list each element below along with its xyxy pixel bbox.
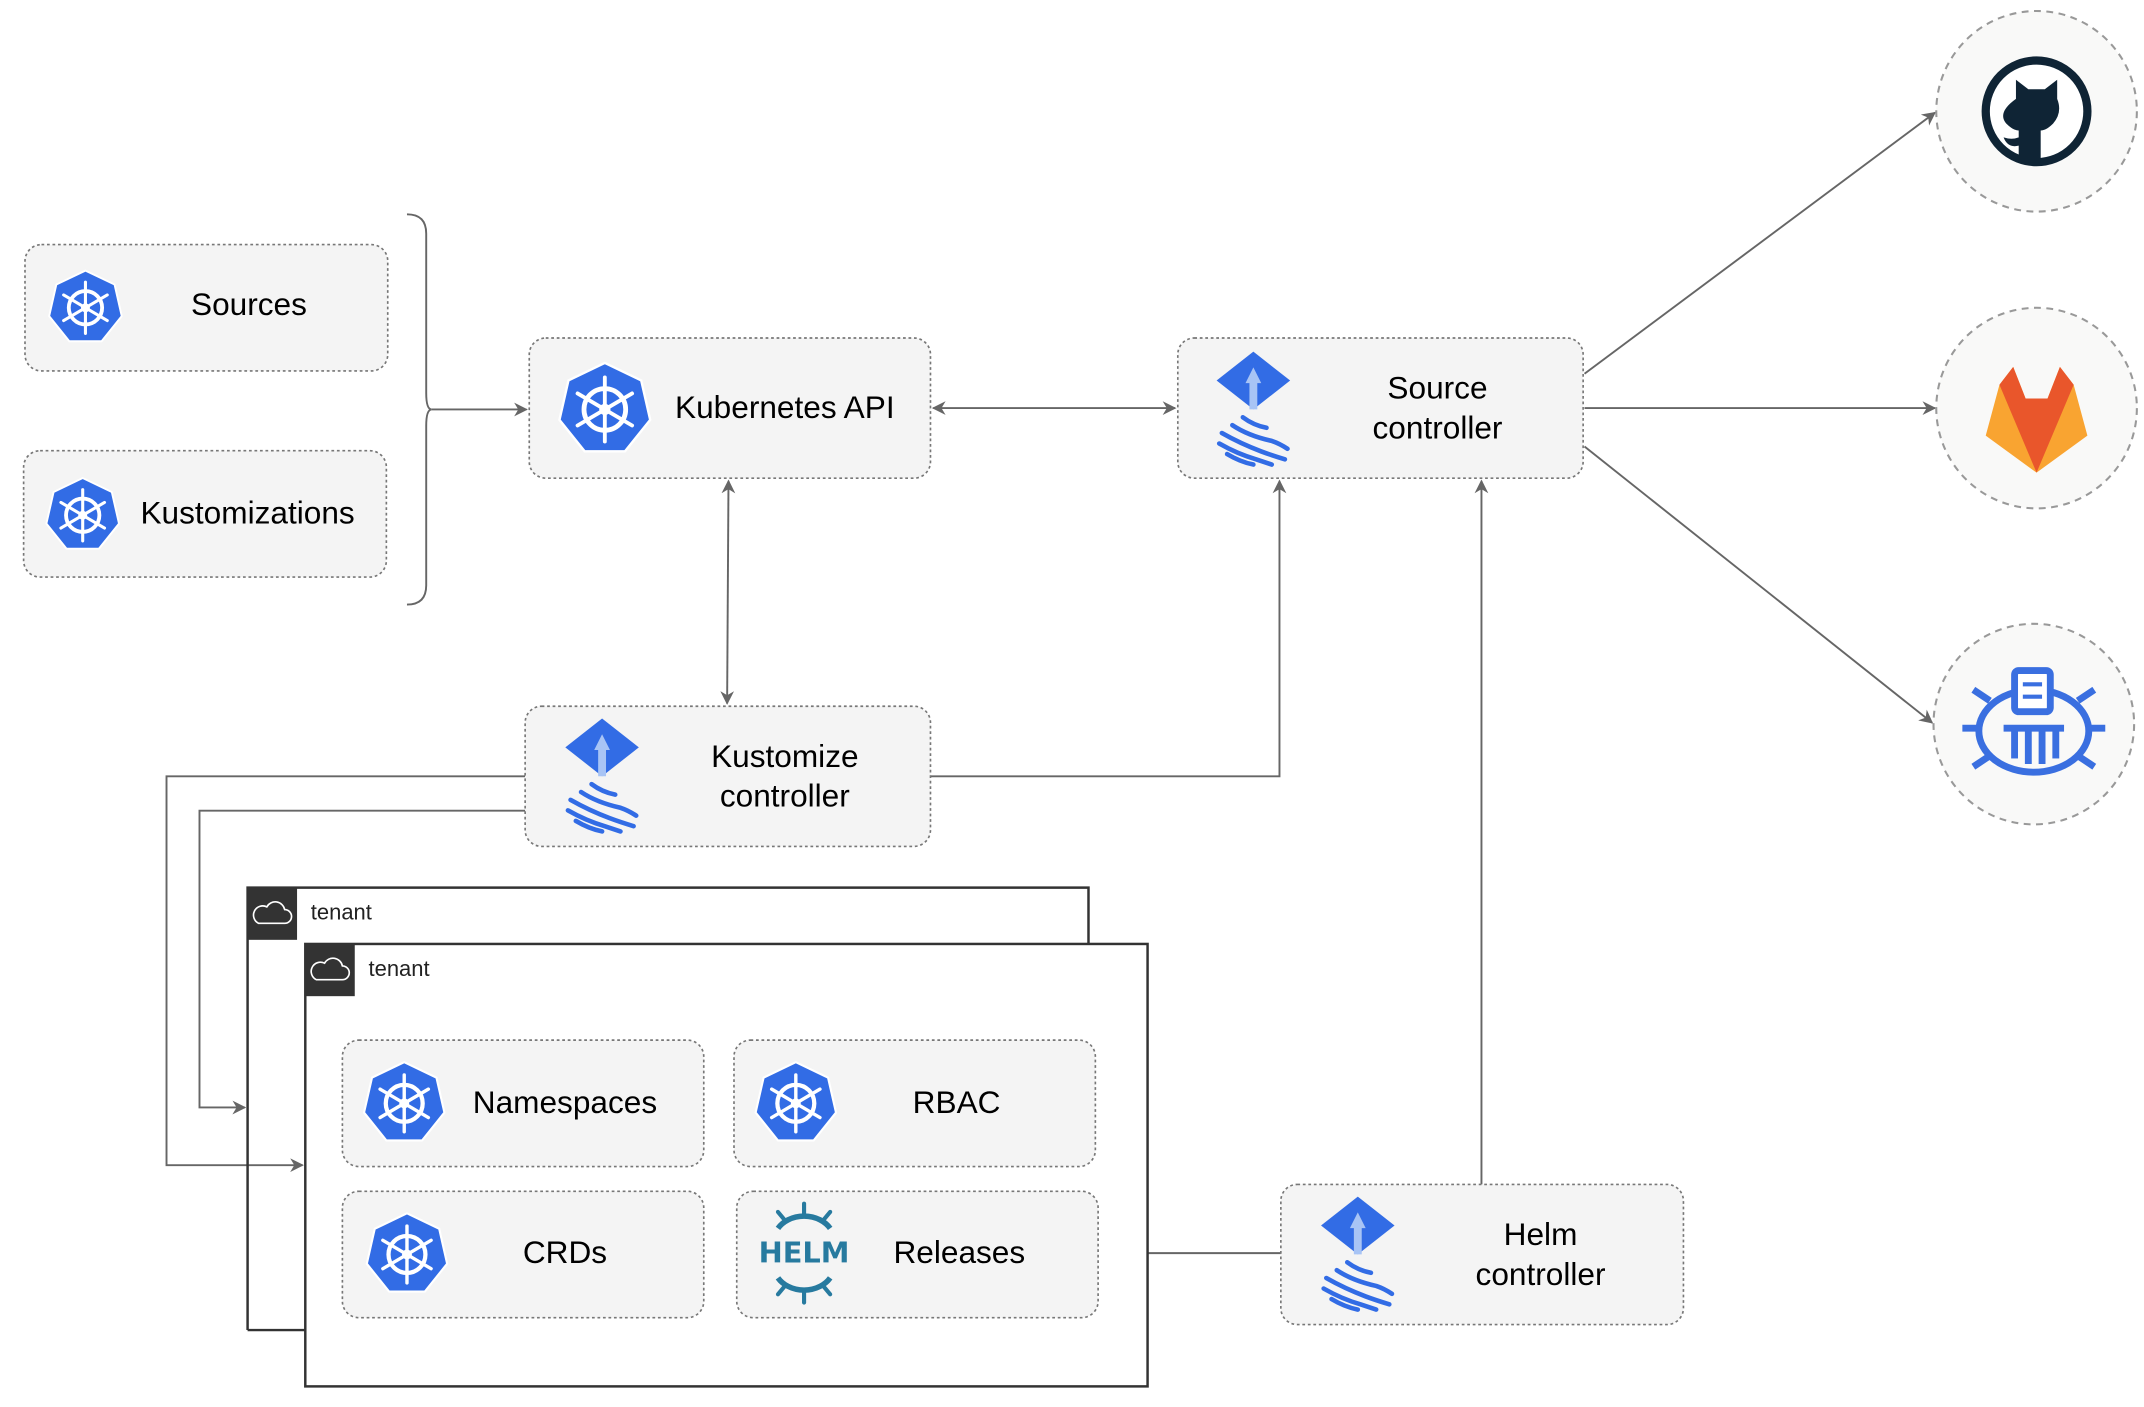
helm-icon: HELM — [759, 1201, 850, 1305]
node-label: Sources — [191, 286, 307, 322]
node-label: Releases — [893, 1234, 1025, 1270]
tenant-group-back[interactable]: tenant — [246, 886, 1090, 1332]
edge-source-to-github — [1583, 111, 1936, 375]
node-label-line1: Kustomize — [711, 738, 858, 774]
gitlab-source[interactable] — [1935, 306, 2138, 510]
node-releases[interactable]: HELM Releases — [735, 1190, 1099, 1319]
node-label-line2: controller — [1476, 1256, 1606, 1292]
node-helm-controller[interactable]: Helm controller — [1280, 1183, 1685, 1326]
node-label-line2: controller — [720, 778, 850, 814]
node-label-line1: Helm — [1504, 1216, 1578, 1252]
node-label-line2: controller — [1373, 409, 1503, 445]
node-label: CRDs — [523, 1234, 607, 1270]
svg-text:HELM: HELM — [759, 1235, 850, 1269]
cloud-icon — [252, 901, 293, 925]
edge-kubernetes-api-kustomize-controller — [720, 479, 736, 705]
node-kustomizations[interactable]: Kustomizations — [22, 449, 388, 578]
node-rbac[interactable]: RBAC — [733, 1039, 1097, 1168]
bucket-icon — [1962, 667, 2106, 776]
gitlab-icon — [1985, 366, 2088, 473]
node-label: RBAC — [913, 1084, 1001, 1120]
node-source-controller[interactable]: Source controller — [1176, 337, 1584, 479]
node-crds[interactable]: CRDs — [341, 1190, 705, 1319]
node-label: Kustomizations — [140, 495, 354, 531]
node-label-line1: Source — [1387, 370, 1487, 406]
github-source[interactable] — [1935, 9, 2138, 213]
node-label: Namespaces — [473, 1084, 657, 1120]
edge-kustomize-to-tenant-back — [198, 809, 526, 1115]
node-sources[interactable]: Sources — [24, 243, 389, 372]
cloud-icon — [310, 957, 351, 981]
grouping-brace — [406, 213, 432, 606]
node-kubernetes-api[interactable]: Kubernetes API — [528, 337, 932, 479]
node-kustomize-controller[interactable]: Kustomize controller — [524, 705, 932, 848]
edge-kustomize-to-source-controller — [930, 479, 1287, 778]
node-label: Kubernetes API — [675, 389, 895, 425]
node-namespaces[interactable]: Namespaces — [341, 1039, 705, 1168]
edge-source-to-bucket — [1583, 445, 1934, 724]
tenant-label: tenant — [369, 956, 430, 981]
tenant-label: tenant — [311, 900, 372, 925]
edge-kustomize-to-tenant-front — [165, 775, 526, 1173]
github-icon — [1981, 56, 2092, 167]
bucket-source[interactable] — [1932, 622, 2136, 826]
edges — [165, 111, 1937, 1260]
